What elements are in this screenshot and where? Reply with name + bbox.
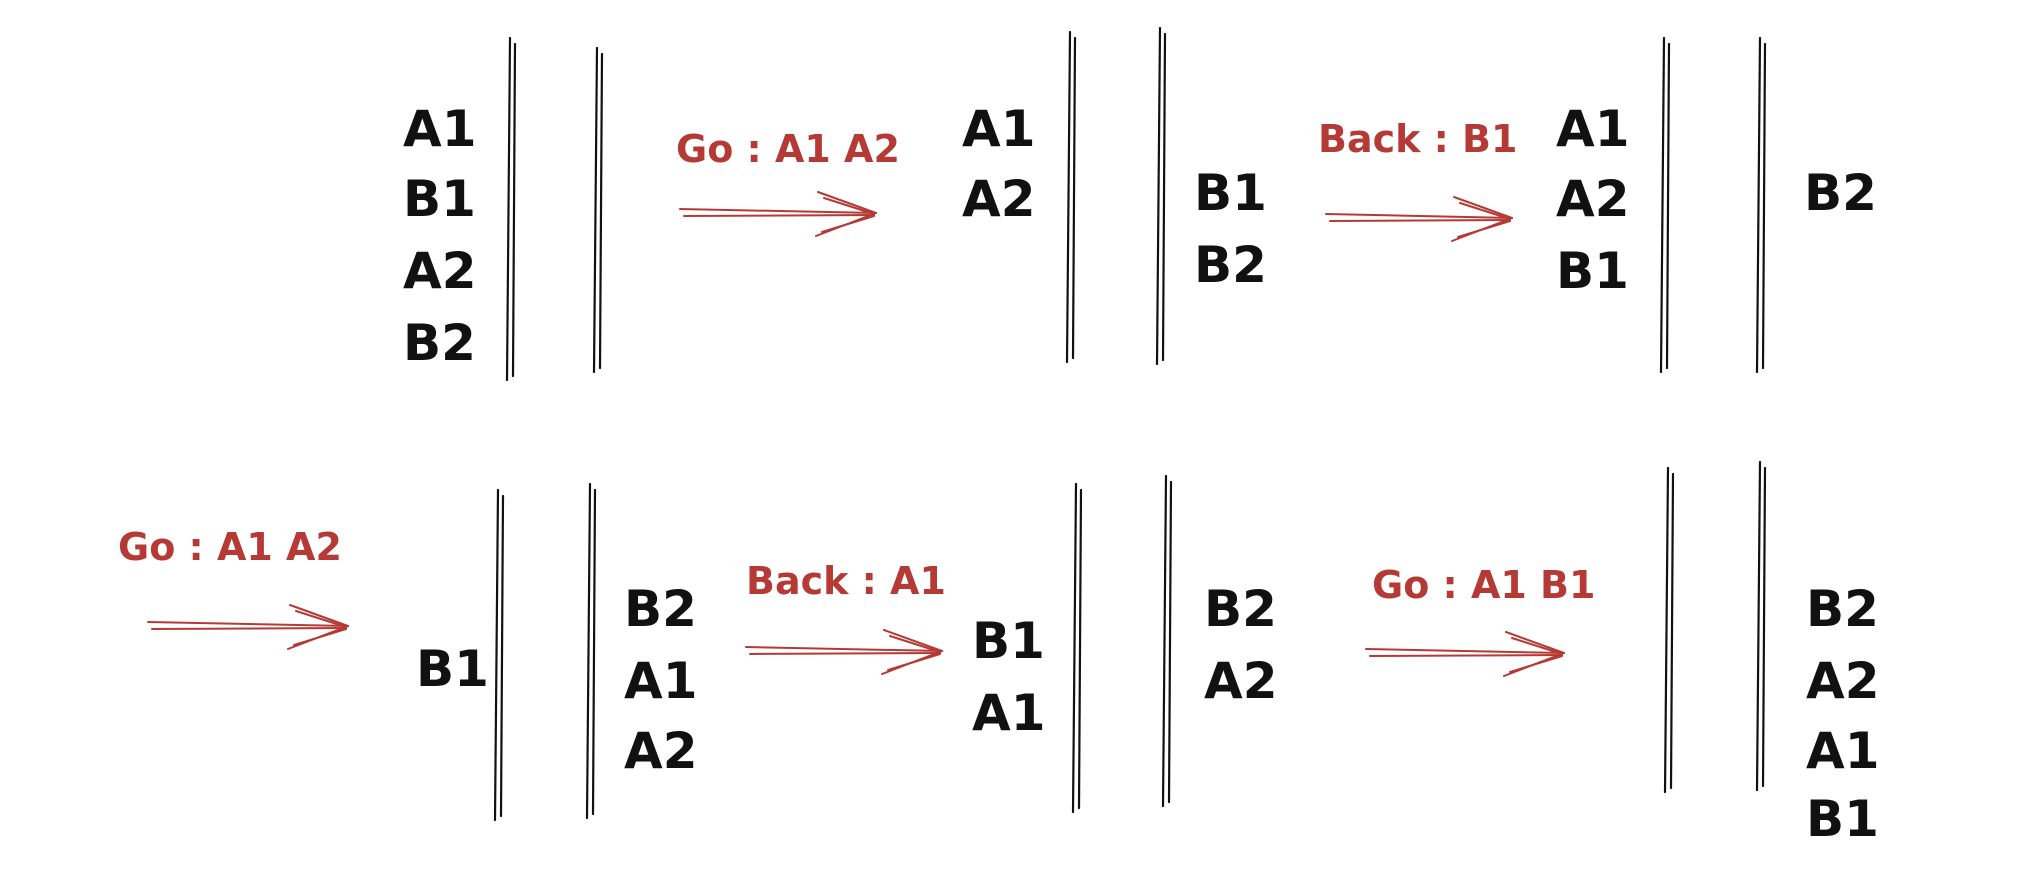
operation-label: Go : A1 B1 — [1372, 563, 1595, 607]
right-arrow-icon — [147, 604, 349, 650]
item-label-b2: B2 — [1804, 164, 1877, 222]
right-arrow-icon — [679, 191, 877, 237]
boundary-line — [1077, 488, 1083, 810]
boundary-line — [1669, 472, 1675, 790]
boundary-line — [1161, 474, 1168, 808]
boundary-layer — [493, 26, 1767, 822]
item-label-b2: B2 — [624, 580, 697, 638]
boundary-line — [1071, 482, 1078, 814]
boundary-line — [1755, 460, 1762, 792]
boundary-line — [1663, 466, 1670, 794]
item-label-b2: B2 — [403, 314, 476, 372]
boundary-line — [511, 42, 517, 378]
boundary-line — [1761, 466, 1767, 788]
item-label-a2: A2 — [1806, 652, 1880, 710]
boundary-line — [1065, 30, 1072, 364]
item-label-a1: A1 — [962, 100, 1036, 158]
item-label-a2: A2 — [962, 170, 1036, 228]
item-label-b1: B1 — [972, 612, 1045, 670]
boundary-line — [505, 36, 512, 382]
right-arrow-icon — [1365, 631, 1565, 677]
boundary-line — [493, 488, 500, 822]
right-arrow-icon — [1325, 196, 1513, 242]
item-label-a1: A1 — [972, 684, 1046, 742]
item-label-a1: A1 — [624, 652, 698, 710]
item-label-a1: A1 — [1556, 100, 1630, 158]
operation-label: Go : A1 A2 — [118, 525, 342, 569]
item-label-b1: B1 — [403, 170, 476, 228]
item-label-b1: B1 — [1806, 790, 1879, 848]
item-label-b1: B1 — [416, 640, 489, 698]
boundary-line — [1071, 36, 1077, 360]
boundary-line — [1665, 42, 1671, 370]
item-label-a2: A2 — [403, 242, 477, 300]
operation-label: Back : A1 — [746, 559, 946, 603]
boundary-line — [1167, 480, 1173, 804]
right-arrow-icon — [745, 629, 943, 675]
boundary-line — [1659, 36, 1666, 374]
item-label-b1: B1 — [1194, 164, 1267, 222]
boundary-line — [592, 46, 599, 374]
item-label-a1: A1 — [403, 100, 477, 158]
operation-label: Back : B1 — [1318, 117, 1517, 161]
item-label-a2: A2 — [1556, 170, 1630, 228]
item-label-a2: A2 — [624, 722, 698, 780]
boundary-line — [499, 494, 505, 818]
boundary-line — [1161, 32, 1167, 362]
item-label-b2: B2 — [1204, 580, 1277, 638]
item-label-a1: A1 — [1806, 722, 1880, 780]
boundary-line — [1761, 42, 1767, 370]
operation-label: Go : A1 A2 — [676, 127, 900, 171]
boundary-line — [1155, 26, 1162, 366]
boundary-line — [598, 52, 604, 370]
arrow-layer — [147, 191, 1565, 677]
boundary-line — [1755, 36, 1762, 374]
item-label-b1: B1 — [1556, 242, 1629, 300]
item-label-a2: A2 — [1204, 652, 1278, 710]
item-label-b2: B2 — [1806, 580, 1879, 638]
item-label-b2: B2 — [1194, 236, 1267, 294]
boundary-line — [591, 488, 597, 816]
boundary-line — [585, 482, 592, 820]
